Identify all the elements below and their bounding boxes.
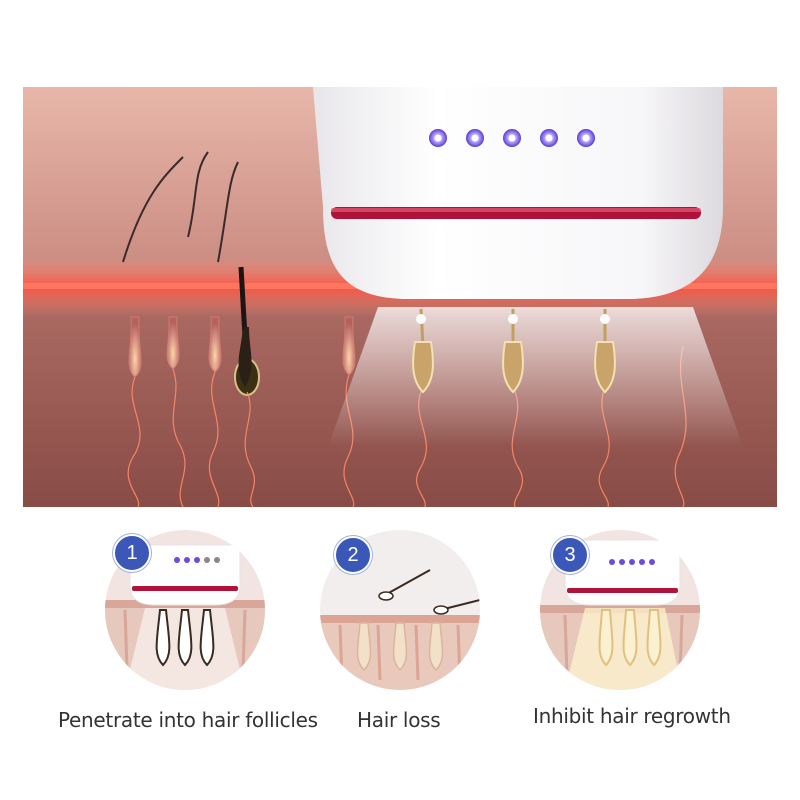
step-2-number-badge: 2 <box>334 536 372 574</box>
hair-removal-device-icon <box>313 87 723 299</box>
step-3-caption: Inhibit hair regrowth <box>533 704 731 728</box>
step-2-caption: Hair loss <box>357 708 441 732</box>
hero-illustration <box>23 87 777 507</box>
led-indicator-icon <box>429 129 595 147</box>
step-1-number-badge: 1 <box>113 534 151 572</box>
skin-cross-section-illustration <box>23 87 777 507</box>
step-3-number-badge: 3 <box>551 536 589 574</box>
hair-follicle-icon <box>412 308 616 394</box>
step-1-caption: Penetrate into hair follicles <box>58 708 318 732</box>
